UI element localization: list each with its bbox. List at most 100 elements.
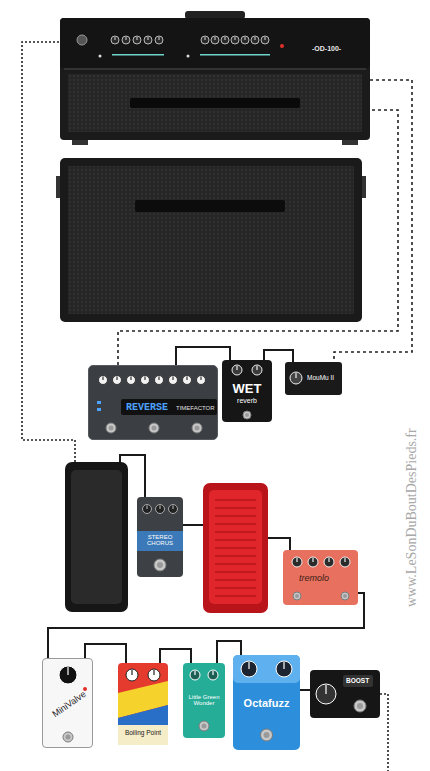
patch-cable	[300, 689, 310, 691]
knob-pointer	[153, 670, 154, 675]
switch-dot	[99, 55, 102, 58]
knob-pointer	[204, 37, 205, 40]
pedal-box: Octafuzz	[233, 655, 300, 750]
knob	[183, 376, 192, 385]
knob-pointer	[328, 558, 329, 562]
footswitch	[192, 423, 202, 433]
knob	[251, 36, 259, 44]
knob	[169, 376, 178, 385]
footswitch-cap	[264, 732, 270, 738]
knob	[122, 36, 130, 44]
footswitch	[199, 721, 209, 731]
pedal-box: MouMu II	[285, 362, 342, 395]
knob-pointer	[144, 377, 145, 381]
cabinet-corner	[56, 176, 60, 198]
knob-pointer	[194, 671, 195, 675]
knob-pointer	[212, 671, 213, 675]
footswitch-cap	[295, 594, 299, 598]
knob	[261, 36, 269, 44]
knob-pointer	[248, 662, 249, 669]
pedal-label: STEREO CHORUS	[138, 534, 182, 547]
footswitch	[243, 411, 251, 419]
display	[121, 399, 217, 415]
knob	[276, 661, 292, 677]
volume-treadle	[71, 470, 122, 604]
patch-cable	[118, 110, 398, 365]
speaker-cabinet	[60, 158, 362, 322]
guitar-cable	[380, 694, 388, 771]
knob	[148, 669, 160, 681]
knob-pointer	[295, 373, 296, 378]
pedal-label: TIMEFACTOR	[176, 405, 215, 412]
patch-cable	[268, 538, 290, 550]
panel-edge	[64, 68, 366, 70]
footswitch	[261, 729, 273, 741]
pedal-label: tremolo	[299, 573, 329, 583]
footswitch-cap	[343, 594, 347, 598]
knob-pointer	[116, 377, 117, 381]
name-plate	[343, 675, 373, 687]
knob	[190, 670, 200, 680]
pedal-box: REVERSE TIMEFACTOR	[88, 365, 218, 440]
knob	[143, 505, 152, 514]
knob-pointer	[214, 37, 215, 40]
swirl	[118, 705, 168, 725]
footswitch-cap	[109, 426, 114, 431]
knob-pointer	[147, 37, 148, 40]
pedal-label: Little Green Wonder	[185, 694, 223, 707]
knob	[232, 365, 242, 375]
speaker-grille	[68, 74, 362, 132]
footswitch	[354, 700, 366, 712]
pedal-label: -OD-100-	[312, 45, 341, 53]
footswitch	[341, 592, 349, 600]
knob-pointer	[244, 37, 245, 40]
knob-pointer	[283, 662, 284, 669]
knob	[155, 376, 164, 385]
knob-pointer	[344, 558, 345, 562]
input-jack	[77, 35, 87, 45]
patch-cable	[120, 455, 145, 497]
watermark: www.LeSonDuBoutDesPieds.fr	[403, 428, 418, 607]
pedal-box: STEREO CHORUS	[137, 497, 183, 577]
footswitch	[63, 732, 73, 742]
pedal-artwork	[310, 670, 380, 718]
knob-pointer	[158, 377, 159, 381]
power-led	[280, 44, 284, 48]
pedal-box: -OD-100-	[60, 18, 370, 140]
footswitch-cap	[66, 735, 71, 740]
knob-pointer	[67, 667, 68, 675]
footswitch-cap	[157, 562, 163, 568]
knob-pointer	[159, 506, 160, 510]
knob	[197, 376, 206, 385]
knob-pointer	[224, 37, 225, 40]
footswitch	[293, 592, 301, 600]
treadle-grooves	[215, 500, 256, 596]
knob	[211, 36, 219, 44]
knob	[156, 505, 165, 514]
pedal-label: BOOST	[346, 677, 369, 684]
footswitch	[154, 559, 166, 571]
knob	[99, 376, 108, 385]
switch-dot	[187, 55, 190, 58]
knob	[324, 557, 334, 567]
footswitch-cap	[357, 703, 363, 709]
cabinet-corner	[362, 176, 366, 198]
knob-pointer	[200, 377, 201, 381]
knob	[126, 669, 138, 681]
cabinet-badge	[135, 200, 285, 212]
pedal-box: Little Green Wonder	[183, 663, 225, 738]
knob	[231, 36, 239, 44]
footswitch-cap	[245, 413, 249, 417]
knob	[241, 36, 249, 44]
knob	[241, 661, 257, 677]
pedal-box: BOOST	[310, 670, 380, 718]
wah-pedal	[203, 483, 268, 613]
footswitch-cap	[195, 426, 200, 431]
pedal-label: reverb	[222, 397, 272, 405]
footswitch	[106, 423, 116, 433]
pedal-label: REVERSE	[126, 402, 168, 414]
pedal-label: WET	[222, 382, 272, 397]
pedal-label: MouMu II	[307, 374, 334, 381]
knob	[308, 557, 318, 567]
